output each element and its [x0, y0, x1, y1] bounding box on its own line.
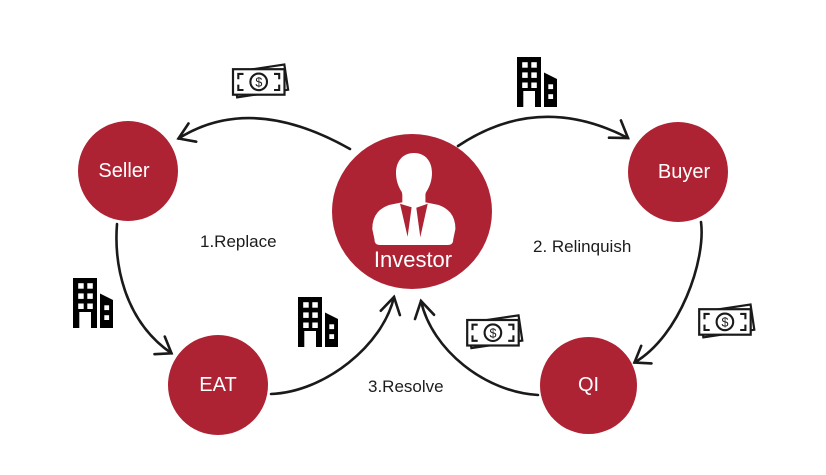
office-building-icon — [517, 57, 557, 107]
step-label-relinquish: 2. Relinquish — [533, 237, 632, 256]
node-buyer: Buyer — [628, 122, 728, 222]
arrowhead-investor-to-buyer — [607, 119, 630, 140]
node-eat-label: EAT — [199, 373, 237, 396]
office-building-icon — [73, 278, 113, 328]
step-label-resolve: 3.Resolve — [368, 377, 444, 396]
office-building-icon — [298, 297, 338, 347]
avatar-head — [396, 153, 432, 202]
arrow-eat-to-investor — [269, 295, 396, 396]
arrow-investor-to-seller — [177, 116, 352, 151]
arrow-qi-to-investor — [419, 299, 540, 397]
node-eat: EAT — [168, 335, 268, 435]
node-seller: Seller — [78, 121, 178, 221]
node-buyer-label: Buyer — [657, 160, 711, 183]
arrow-seller-to-eat — [115, 222, 173, 355]
node-investor-label: Investor — [373, 247, 453, 272]
arrowhead-qi-to-investor — [413, 298, 436, 321]
money-bills-icon — [466, 314, 524, 350]
arrowhead-buyer-to-qi — [632, 344, 653, 365]
node-qi: QI — [540, 337, 637, 434]
businessman-avatar-icon — [372, 153, 456, 245]
arrowhead-eat-to-investor — [379, 294, 402, 317]
avatar-lapel-left — [400, 203, 412, 237]
node-qi-label: QI — [577, 374, 600, 396]
arrow-buyer-to-qi — [633, 220, 703, 364]
avatar-lapel-right — [416, 203, 428, 238]
flow-arrows — [115, 115, 703, 397]
arrowhead-investor-to-seller — [176, 122, 198, 143]
arrow-investor-to-buyer — [456, 115, 630, 148]
arrowhead-seller-to-eat — [153, 335, 174, 356]
step-label-replace: 1.Replace — [200, 232, 277, 251]
node-seller-label: Seller — [98, 159, 150, 182]
node-investor: Investor — [332, 134, 492, 289]
money-bills-icon — [698, 303, 756, 339]
money-bills-icon — [231, 63, 290, 99]
avatar-body — [372, 191, 456, 245]
